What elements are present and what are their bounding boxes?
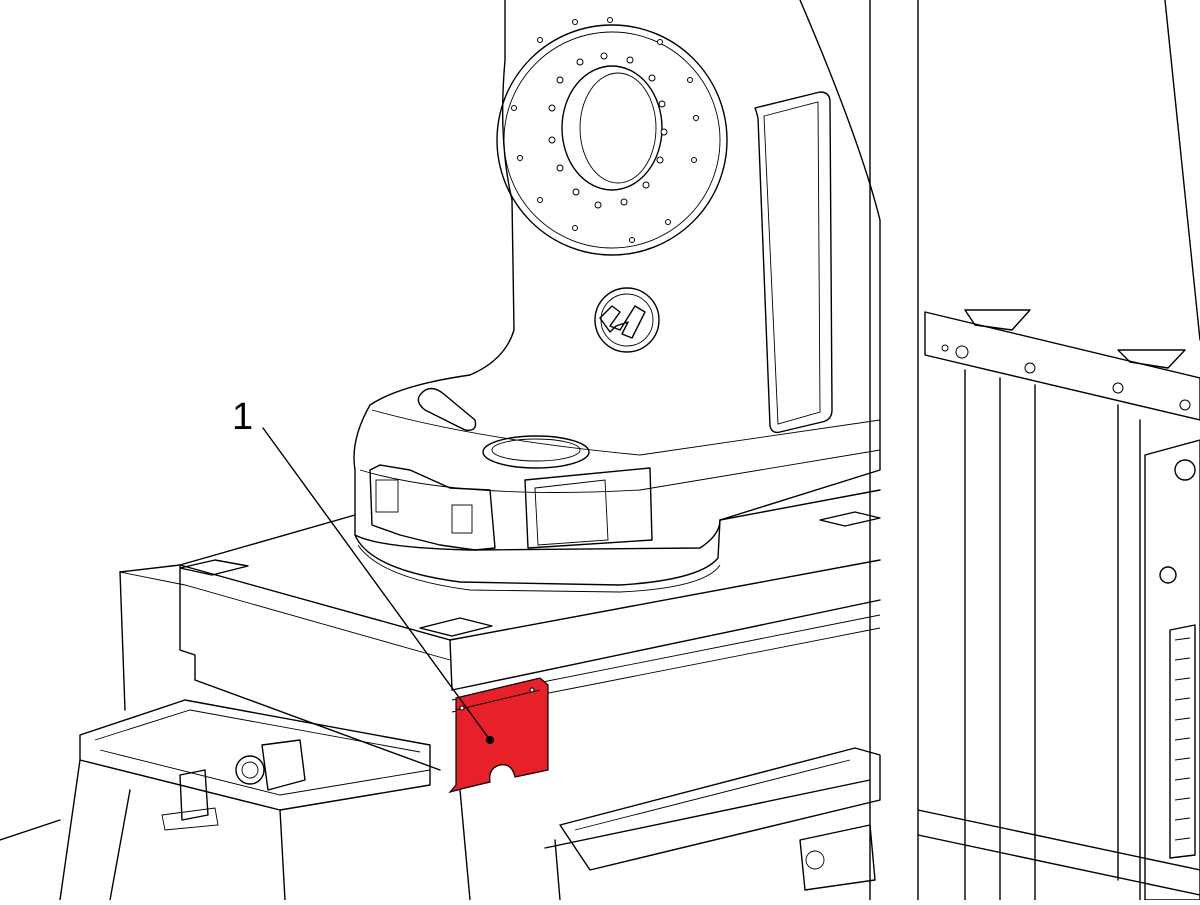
highlighted-bracket [448,677,549,794]
faceplate-holes [511,17,699,243]
enclosure-frame [869,0,1200,901]
callout-leader [262,427,494,744]
highlighted-bracket-shape [448,677,549,794]
base-rails [0,699,881,901]
callout-label-1: 1 [232,396,254,438]
rotary-trunnion [353,0,881,593]
